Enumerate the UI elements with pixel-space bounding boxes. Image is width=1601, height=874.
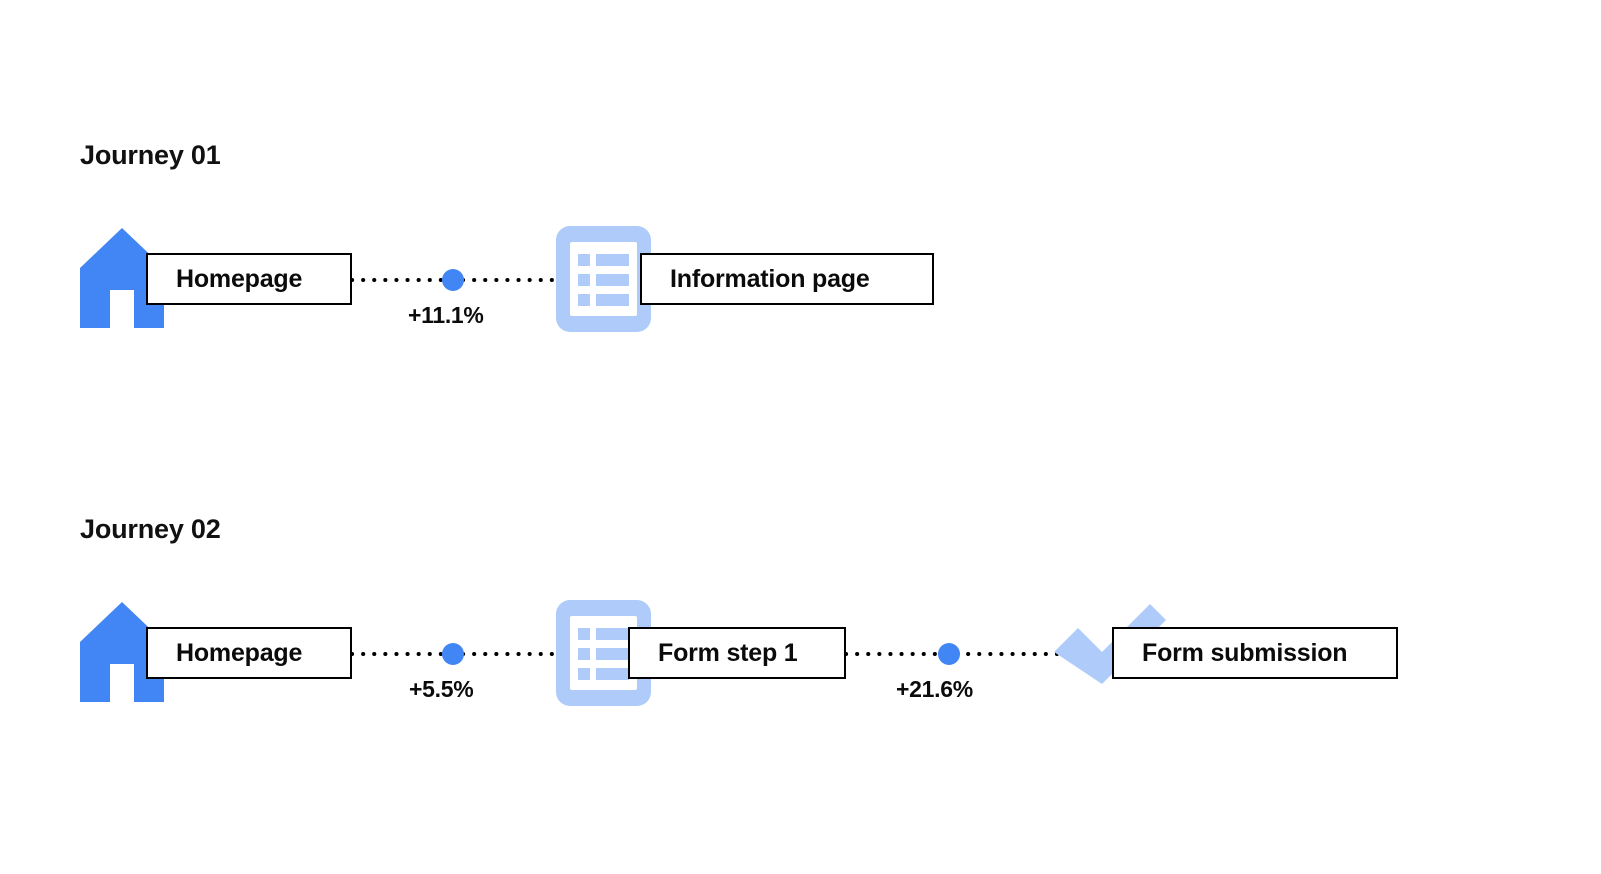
transition-delta-label: +5.5% (409, 676, 474, 702)
flow-node-label: Information page (670, 264, 870, 293)
list-page-icon (556, 600, 651, 711)
checkmark-icon (1046, 596, 1172, 711)
flow-node-box[interactable]: Information page (640, 253, 934, 305)
journey-flow-01: Homepage +11.1% (0, 226, 1601, 346)
flow-node-box[interactable]: Homepage (146, 253, 352, 305)
journey-title: Journey 01 (80, 140, 221, 170)
flow-node-form-submission[interactable]: Form submission (1046, 600, 1398, 720)
list-page-icon (556, 226, 651, 337)
transition-dot[interactable] (442, 643, 464, 665)
transition-dot[interactable] (938, 643, 960, 665)
transition-delta-label: +21.6% (896, 676, 973, 702)
journey-flow-02: Homepage +5.5% (0, 600, 1601, 720)
flow-node-form-step-1[interactable]: Form step 1 (556, 600, 846, 720)
flow-node-homepage[interactable]: Homepage (80, 600, 352, 720)
flow-node-box[interactable]: Form step 1 (628, 627, 846, 679)
flow-node-box[interactable]: Form submission (1112, 627, 1398, 679)
transition-delta-label: +11.1% (408, 302, 484, 328)
flow-node-information-page[interactable]: Information page (556, 226, 934, 346)
journey-title: Journey 02 (80, 514, 221, 544)
flow-node-homepage[interactable]: Homepage (80, 226, 352, 346)
flow-node-label: Form step 1 (658, 638, 798, 667)
flow-node-label: Homepage (176, 264, 303, 293)
transition-dot[interactable] (442, 269, 464, 291)
home-icon (80, 602, 164, 707)
flow-node-box[interactable]: Homepage (146, 627, 352, 679)
flow-node-label: Homepage (176, 638, 303, 667)
home-icon (80, 228, 164, 333)
flow-node-label: Form submission (1142, 638, 1348, 667)
